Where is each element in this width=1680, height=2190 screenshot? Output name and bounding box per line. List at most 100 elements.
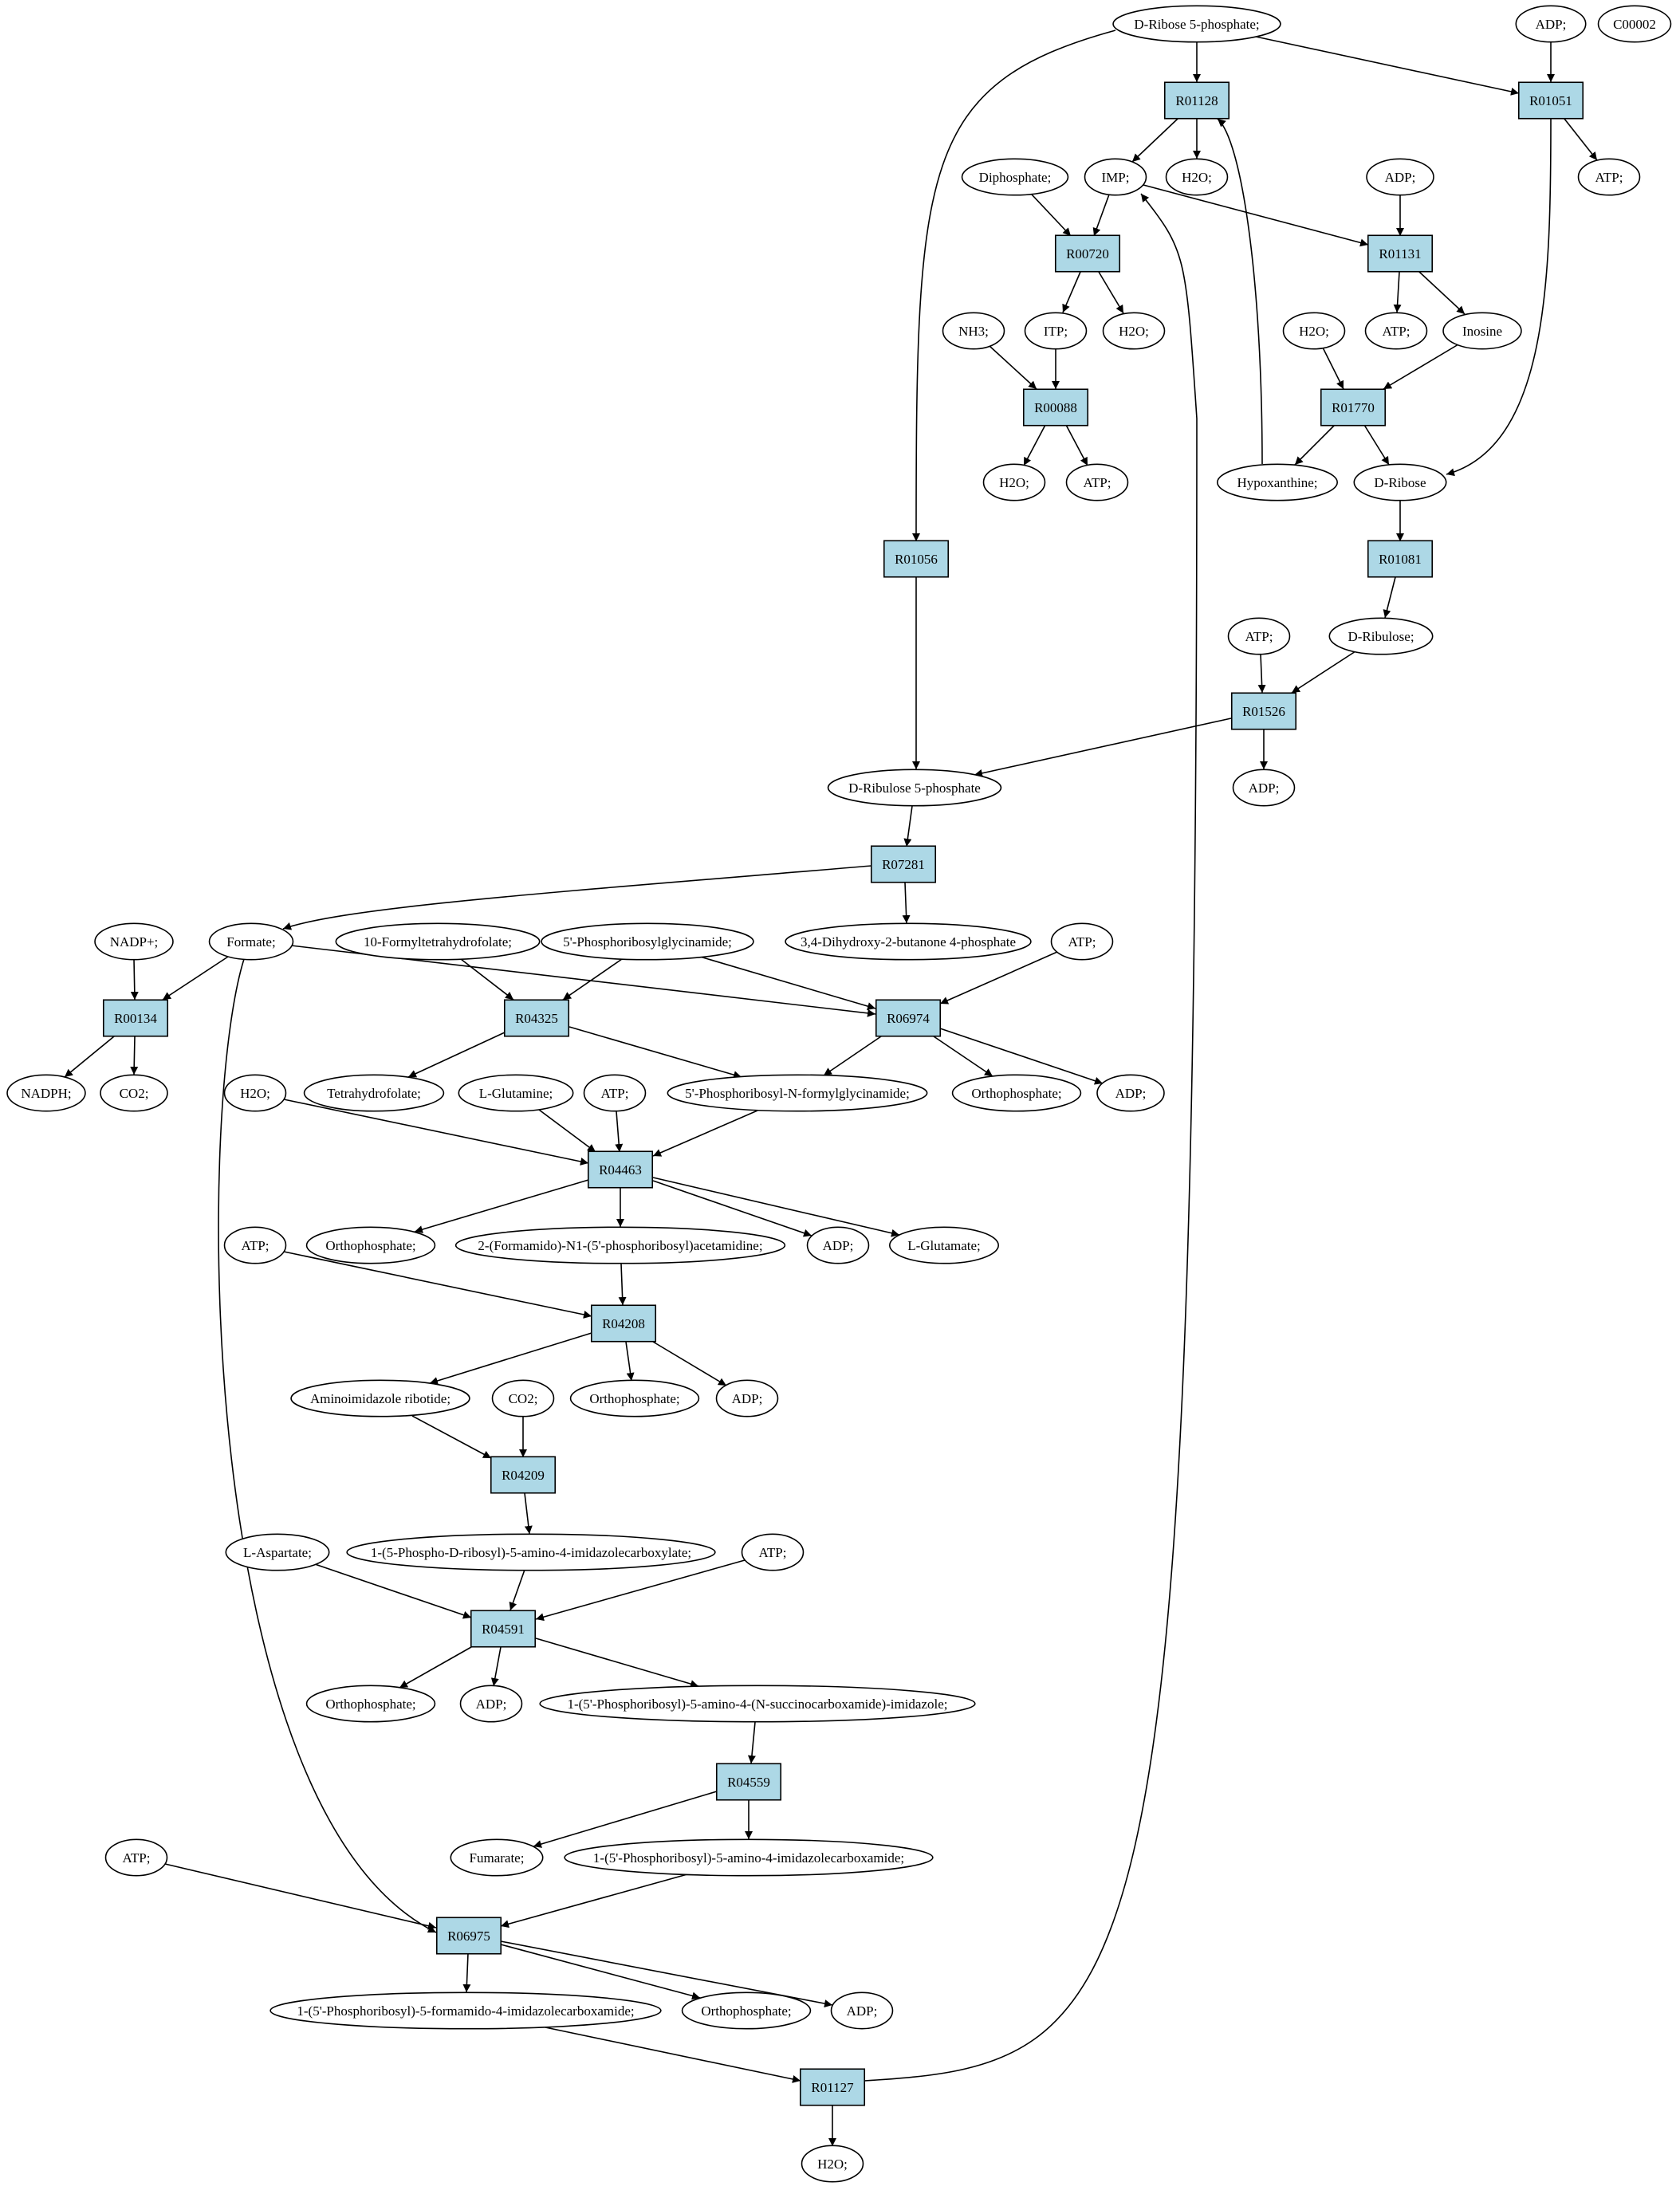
compound-node-adp-top[interactable]: ADP; xyxy=(1515,5,1587,43)
compound-node-fgar[interactable]: 5'-Phosphoribosyl-N-formylglycinamide; xyxy=(667,1074,928,1112)
compound-node-ortho-4[interactable]: Orthophosphate; xyxy=(305,1685,436,1723)
reaction-node-r04559[interactable]: R04559 xyxy=(715,1763,782,1801)
compound-node-c00002[interactable]: C00002 xyxy=(1597,5,1672,43)
edge-nadp-to-R00134 xyxy=(130,958,139,1001)
reaction-node-r04325[interactable]: R04325 xyxy=(503,999,570,1037)
compound-node-fgam[interactable]: 2-(Formamido)-N1-(5'-phosphoribosyl)acet… xyxy=(454,1226,786,1264)
compound-node-cair[interactable]: 1-(5-Phospho-D-ribosyl)-5-amino-4-imidaz… xyxy=(346,1533,716,1571)
reaction-node-r04209[interactable]: R04209 xyxy=(490,1456,557,1494)
reaction-node-r06974[interactable]: R06974 xyxy=(875,999,942,1037)
compound-node-atp-7[interactable]: ATP; xyxy=(223,1226,287,1264)
compound-node-dhbp[interactable]: 3,4-Dihydroxy-2-butanone 4-phosphate xyxy=(785,922,1032,961)
edge-R04559-to-fumarate xyxy=(533,1791,718,1848)
compound-node-adp-7[interactable]: ADP; xyxy=(459,1685,523,1723)
edge-dribulose-to-R01526 xyxy=(1291,651,1356,694)
edge-inosine-to-R01770 xyxy=(1383,344,1459,390)
reaction-node-r04591[interactable]: R04591 xyxy=(470,1610,537,1648)
compound-label: Orthophosphate; xyxy=(971,1086,1061,1101)
edge-hypoxanthine-to-r01128 xyxy=(1217,118,1263,465)
compound-node-adp-8[interactable]: ADP; xyxy=(830,1991,894,2030)
compound-node-h2o-5[interactable]: H2O; xyxy=(223,1074,287,1112)
edge-diphosphate-to-R00720 xyxy=(1031,194,1072,237)
compound-ellipse xyxy=(225,1533,330,1571)
compound-node-atp-8[interactable]: ATP; xyxy=(741,1533,805,1571)
compound-node-ortho-2[interactable]: Orthophosphate; xyxy=(305,1226,436,1264)
compound-ellipse xyxy=(1353,463,1447,501)
compound-node-prga[interactable]: 5'-Phosphoribosylglycinamide; xyxy=(541,922,754,961)
compound-node-adp-4[interactable]: ADP; xyxy=(1096,1074,1165,1112)
reaction-node-r04463[interactable]: R04463 xyxy=(587,1150,654,1189)
reaction-node-r01131[interactable]: R01131 xyxy=(1367,234,1434,273)
reaction-node-r00134[interactable]: R00134 xyxy=(102,999,169,1037)
reaction-label: R00134 xyxy=(114,1011,157,1026)
compound-node-atp-1[interactable]: ATP; xyxy=(1577,158,1641,196)
compound-node-dribose[interactable]: D-Ribose xyxy=(1353,463,1447,501)
reaction-node-r01056[interactable]: R01056 xyxy=(883,540,950,578)
compound-node-ortho-1[interactable]: Orthophosphate; xyxy=(951,1074,1082,1112)
compound-node-fumarate[interactable]: Fumarate; xyxy=(450,1838,544,1877)
compound-node-h2o-1[interactable]: H2O; xyxy=(1165,158,1229,196)
reaction-box xyxy=(1163,81,1230,120)
compound-node-lglutamate[interactable]: L-Glutamate; xyxy=(888,1226,1000,1264)
compound-node-lglutamine[interactable]: L-Glutamine; xyxy=(458,1074,574,1112)
compound-node-nh3[interactable]: NH3; xyxy=(942,312,1005,350)
compound-label: ITP; xyxy=(1044,324,1068,339)
compound-node-adp-2[interactable]: ADP; xyxy=(1366,158,1434,196)
compound-node-adp-3[interactable]: ADP; xyxy=(1232,769,1296,807)
compound-node-hypoxanthine[interactable]: Hypoxanthine; xyxy=(1216,463,1339,501)
compound-label: Aminoimidazole ribotide; xyxy=(310,1391,450,1406)
reaction-node-r01051[interactable]: R01051 xyxy=(1517,81,1584,120)
reaction-node-r00088[interactable]: R00088 xyxy=(1022,388,1089,427)
compound-node-formate[interactable]: Formate; xyxy=(208,922,294,961)
compound-node-ribose5p[interactable]: D-Ribose 5-phosphate; xyxy=(1112,5,1281,43)
compound-node-faicar[interactable]: 1-(5'-Phosphoribosyl)-5-formamido-4-imid… xyxy=(270,1991,662,2030)
compound-node-thf[interactable]: Tetrahydrofolate; xyxy=(303,1074,445,1112)
compound-ellipse xyxy=(539,1685,976,1723)
compound-node-nadph[interactable]: NADPH; xyxy=(6,1074,86,1112)
compound-label: 3,4-Dihydroxy-2-butanone 4-phosphate xyxy=(801,934,1016,950)
compound-node-co2-2[interactable]: CO2; xyxy=(491,1379,555,1417)
reaction-node-r01127[interactable]: R01127 xyxy=(799,2068,866,2106)
compound-node-nadp[interactable]: NADP+; xyxy=(94,922,174,961)
compound-node-inosine[interactable]: Inosine xyxy=(1442,312,1522,350)
compound-node-diphosphate[interactable]: Diphosphate; xyxy=(961,158,1069,196)
compound-node-atp-6[interactable]: ATP; xyxy=(583,1074,647,1112)
reaction-node-r06975[interactable]: R06975 xyxy=(435,1917,502,1955)
reaction-node-r04208[interactable]: R04208 xyxy=(590,1304,657,1343)
compound-node-dribulose[interactable]: D-Ribulose; xyxy=(1328,617,1434,655)
compound-ellipse xyxy=(1096,1074,1165,1112)
reaction-node-r01770[interactable]: R01770 xyxy=(1320,388,1387,427)
compound-node-atp-4[interactable]: ATP; xyxy=(1227,617,1291,655)
compound-node-h2o-4[interactable]: H2O; xyxy=(982,463,1046,501)
compound-node-itp[interactable]: ITP; xyxy=(1024,312,1088,350)
compound-node-laspartate[interactable]: L-Aspartate; xyxy=(225,1533,330,1571)
compound-node-adp-6[interactable]: ADP; xyxy=(715,1379,779,1417)
compound-node-air[interactable]: Aminoimidazole ribotide; xyxy=(290,1379,470,1417)
compound-node-aicar[interactable]: 1-(5'-Phosphoribosyl)-5-amino-4-imidazol… xyxy=(564,1838,934,1877)
reaction-node-r00720[interactable]: R00720 xyxy=(1054,234,1121,273)
reaction-node-r01081[interactable]: R01081 xyxy=(1367,540,1434,578)
compound-node-ortho-3[interactable]: Orthophosphate; xyxy=(569,1379,700,1417)
edge-R04591-to-ortho_4 xyxy=(399,1646,472,1689)
compound-node-adp-5[interactable]: ADP; xyxy=(806,1226,870,1264)
compound-node-ortho-5[interactable]: Orthophosphate; xyxy=(681,1991,812,2030)
reaction-node-r01128[interactable]: R01128 xyxy=(1163,81,1230,120)
compound-node-atp-3[interactable]: ATP; xyxy=(1065,463,1129,501)
reaction-node-r01526[interactable]: R01526 xyxy=(1230,692,1297,730)
compound-node-imp[interactable]: IMP; xyxy=(1084,158,1147,196)
compound-node-h2o-3[interactable]: H2O; xyxy=(1282,312,1346,350)
compound-node-atp-5[interactable]: ATP; xyxy=(1050,922,1114,961)
compound-node-saicar[interactable]: 1-(5'-Phosphoribosyl)-5-amino-4-(N-succi… xyxy=(539,1685,976,1723)
compound-node-atp-9[interactable]: ATP; xyxy=(104,1838,168,1877)
compound-node-atp-2[interactable]: ATP; xyxy=(1364,312,1428,350)
reaction-box xyxy=(470,1610,537,1648)
compound-node-h2o-2[interactable]: H2O; xyxy=(1102,312,1166,350)
compound-node-h2o-6[interactable]: H2O; xyxy=(801,2145,864,2183)
edge-nh3-to-R00088 xyxy=(989,345,1037,390)
compound-node-formylthf[interactable]: 10-Formyltetrahydrofolate; xyxy=(335,922,541,961)
reaction-node-r07281[interactable]: R07281 xyxy=(870,845,937,883)
compound-node-co2-1[interactable]: CO2; xyxy=(100,1074,168,1112)
compound-label: H2O; xyxy=(817,2157,848,2172)
compound-node-ribulose5p[interactable]: D-Ribulose 5-phosphate xyxy=(827,769,1002,807)
compound-label: H2O; xyxy=(240,1086,270,1101)
